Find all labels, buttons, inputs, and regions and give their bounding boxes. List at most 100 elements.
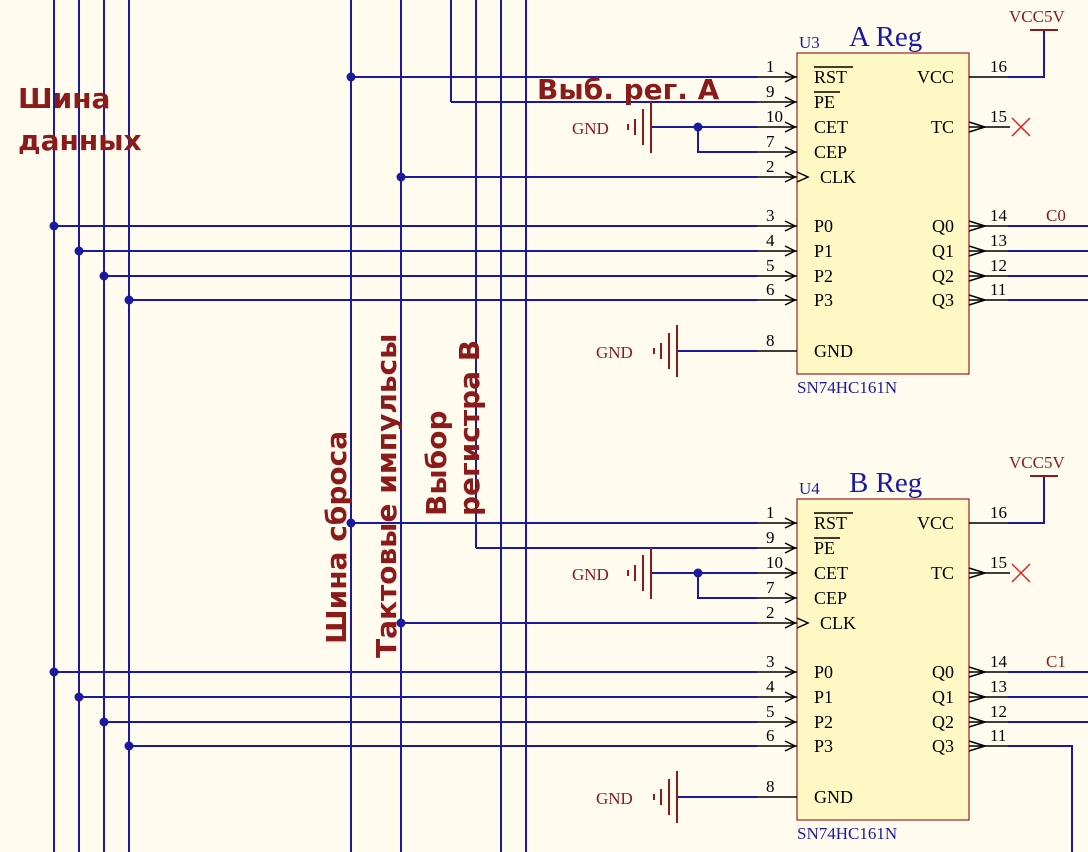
- pin-name: PE: [814, 92, 835, 112]
- pin-number: 3: [766, 206, 775, 225]
- pin-name: CLK: [820, 613, 856, 633]
- pin-arrow: [784, 617, 797, 629]
- pin-number: 16: [990, 503, 1007, 522]
- pin-arrow: [784, 716, 797, 728]
- junction-dot: [396, 172, 406, 182]
- pin-arrow: [784, 666, 797, 678]
- pin-arrow: [968, 294, 988, 306]
- pin-name: P3: [814, 736, 833, 756]
- pin-number: 12: [990, 256, 1007, 275]
- pin-p2: 5P2: [757, 702, 833, 732]
- pin-name: P0: [814, 662, 833, 682]
- pin-p3: 6P3: [757, 280, 833, 310]
- pin-name: P1: [814, 241, 833, 261]
- junction-dot: [124, 295, 134, 305]
- pin-arrow: [968, 121, 988, 133]
- pin-name: GND: [814, 787, 853, 807]
- chip-part-number: SN74HC161N: [797, 378, 897, 397]
- chip-body: [796, 498, 970, 821]
- clock-label: Тактовые импульсы: [370, 334, 403, 658]
- pin-number: 10: [766, 107, 783, 126]
- pin-number: 12: [990, 702, 1007, 721]
- pin-number: 11: [990, 726, 1006, 745]
- pin-name: Q2: [932, 266, 954, 286]
- pin-arrow: [784, 517, 797, 529]
- junction-dot: [396, 618, 406, 628]
- junction-dot: [49, 221, 59, 231]
- pin-number: 1: [766, 57, 775, 76]
- chip-title: A Reg: [849, 21, 922, 53]
- pin-number: 2: [766, 157, 775, 176]
- pin-number: 11: [990, 280, 1006, 299]
- pin-number: 6: [766, 726, 775, 745]
- pin-name: P0: [814, 216, 833, 236]
- pin-arrow: [784, 691, 797, 703]
- junction-dot: [99, 717, 109, 727]
- junction-dot: [346, 518, 356, 528]
- pin-name: PE: [814, 538, 835, 558]
- pin-p1: 4P1: [757, 231, 833, 261]
- pin-number: 5: [766, 702, 775, 721]
- wiring-u3: [49, 30, 1088, 352]
- clock-triangle: [796, 171, 810, 183]
- pin-number: 13: [990, 677, 1007, 696]
- junction-dot: [346, 72, 356, 82]
- wiring-u4: [49, 476, 1088, 852]
- pin-number: 1: [766, 503, 775, 522]
- pin-arrow: [784, 71, 797, 83]
- pin-number: 5: [766, 256, 775, 275]
- data-bus-label: Шина данных: [18, 82, 142, 157]
- pin-arrow: [968, 740, 988, 752]
- pin-arrow: [784, 542, 797, 554]
- pin-arrow: [968, 691, 988, 703]
- vcc-net-label: VCC5V: [1009, 453, 1065, 472]
- pin-arrow: [968, 716, 988, 728]
- pin-arrow: [968, 220, 988, 232]
- output-net-label: C0: [1046, 206, 1066, 225]
- pin-number: 14: [990, 652, 1008, 671]
- pin-number: 9: [766, 528, 775, 547]
- gnd-net-label: GND: [572, 119, 609, 138]
- junction-dot: [99, 271, 109, 281]
- pin-p2: 5P2: [757, 256, 833, 286]
- junction-dot: [49, 667, 59, 677]
- no-connect-x: [1011, 117, 1031, 137]
- cep-wire: [697, 127, 757, 153]
- pin-name: Q0: [932, 662, 954, 682]
- chip-title: B Reg: [849, 467, 922, 499]
- pin-name: P1: [814, 687, 833, 707]
- pin-arrow: [784, 740, 797, 752]
- pin-arrow: [784, 171, 797, 183]
- pin-name: TC: [931, 117, 954, 137]
- pin-p1: 4P1: [757, 677, 833, 707]
- pin-name: VCC: [917, 513, 954, 533]
- pin-name: Q0: [932, 216, 954, 236]
- vcc-wire: [1008, 30, 1045, 78]
- pin-arrow: [968, 666, 988, 678]
- pin-p3: 6P3: [757, 726, 833, 756]
- output-net-label: C1: [1046, 652, 1066, 671]
- pin-number: 15: [990, 553, 1007, 572]
- gnd-symbol-cet: [627, 547, 652, 599]
- pin-name: CET: [814, 117, 848, 137]
- chip-ref: U3: [799, 33, 820, 52]
- pin-name: VCC: [917, 67, 954, 87]
- pin-number: 13: [990, 231, 1007, 250]
- pin-arrow: [784, 592, 797, 604]
- chip-ref: U4: [799, 479, 820, 498]
